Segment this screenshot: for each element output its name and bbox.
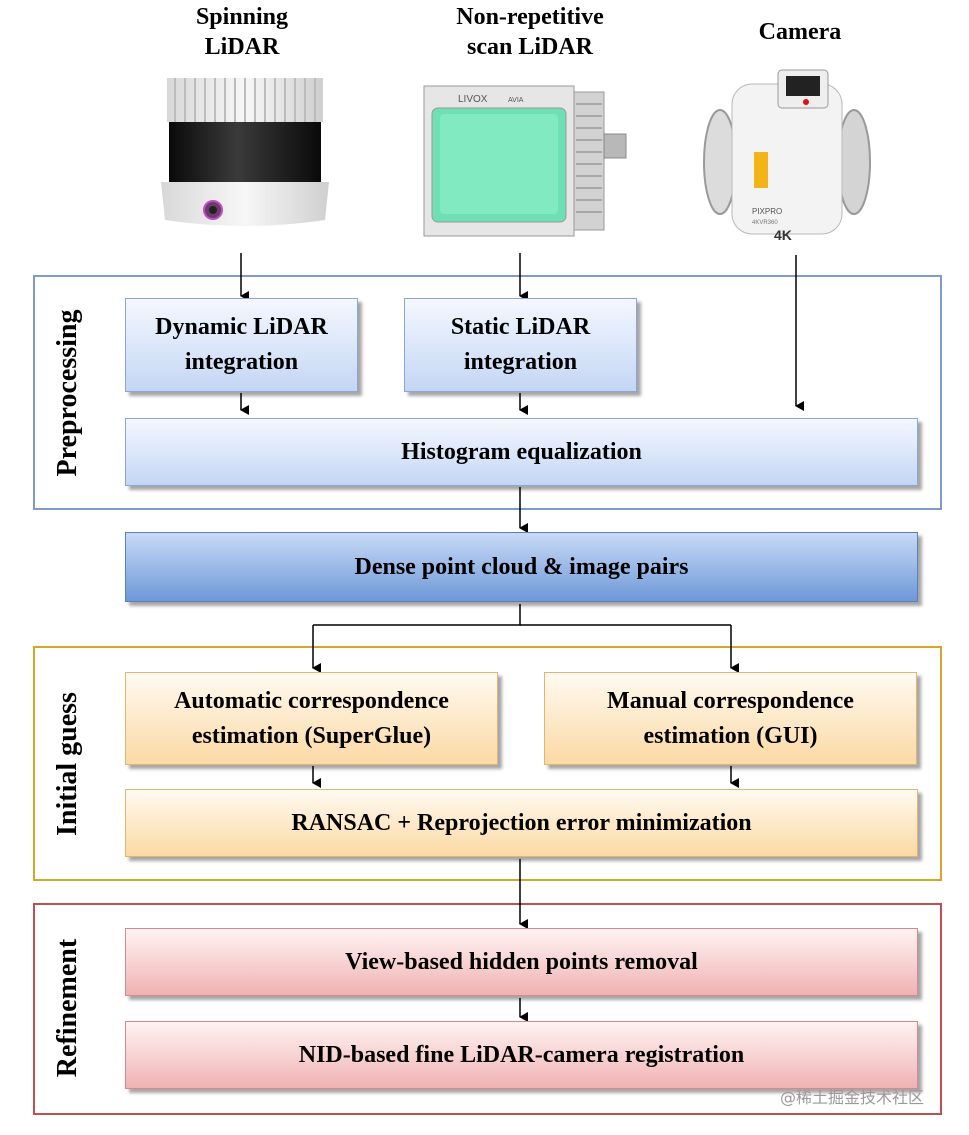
initial-guess-group [33,646,942,881]
camera-model-sub-text: 4KVR360 [752,220,778,226]
static-lidar-integration-box: Static LiDAR integration [404,298,637,392]
spinning-lidar-label: Spinning LiDAR [195,4,289,60]
dynamic-lidar-integration-box: Dynamic LiDAR integration [125,298,358,392]
histogram-equalization-box: Histogram equalization [125,418,918,486]
livox-model-text: AVIA [508,97,524,104]
watermark-text: @稀土掘金技术社区 [780,1088,925,1107]
livox-brand-text: LIVOX [458,94,488,105]
livox-lidar-image: LIVOX AVIA [423,85,627,237]
automatic-correspondence-box: Automatic correspondence estimation (Sup… [125,672,498,765]
refinement-group [33,903,942,1115]
spinning-lidar-image [161,78,329,226]
camera-label: Camera [758,19,842,45]
hidden-points-removal-box: View-based hidden points removal [125,928,918,996]
manual-correspondence-box: Manual correspondence estimation (GUI) [544,672,917,765]
camera-model-text: PIXPRO [752,207,782,216]
dense-pairs-box: Dense point cloud & image pairs [125,532,918,602]
nid-registration-box: NID-based fine LiDAR-camera registration [125,1021,918,1089]
camera-res-text: 4K [774,227,792,243]
preprocessing-group [33,275,942,510]
ransac-box: RANSAC + Reprojection error minimization [125,789,918,857]
line-dense-split [313,604,521,626]
nonrep-lidar-label: Non-repetitive scan LiDAR [456,4,604,60]
camera-image: PIXPRO 4KVR360 4K [703,69,871,243]
